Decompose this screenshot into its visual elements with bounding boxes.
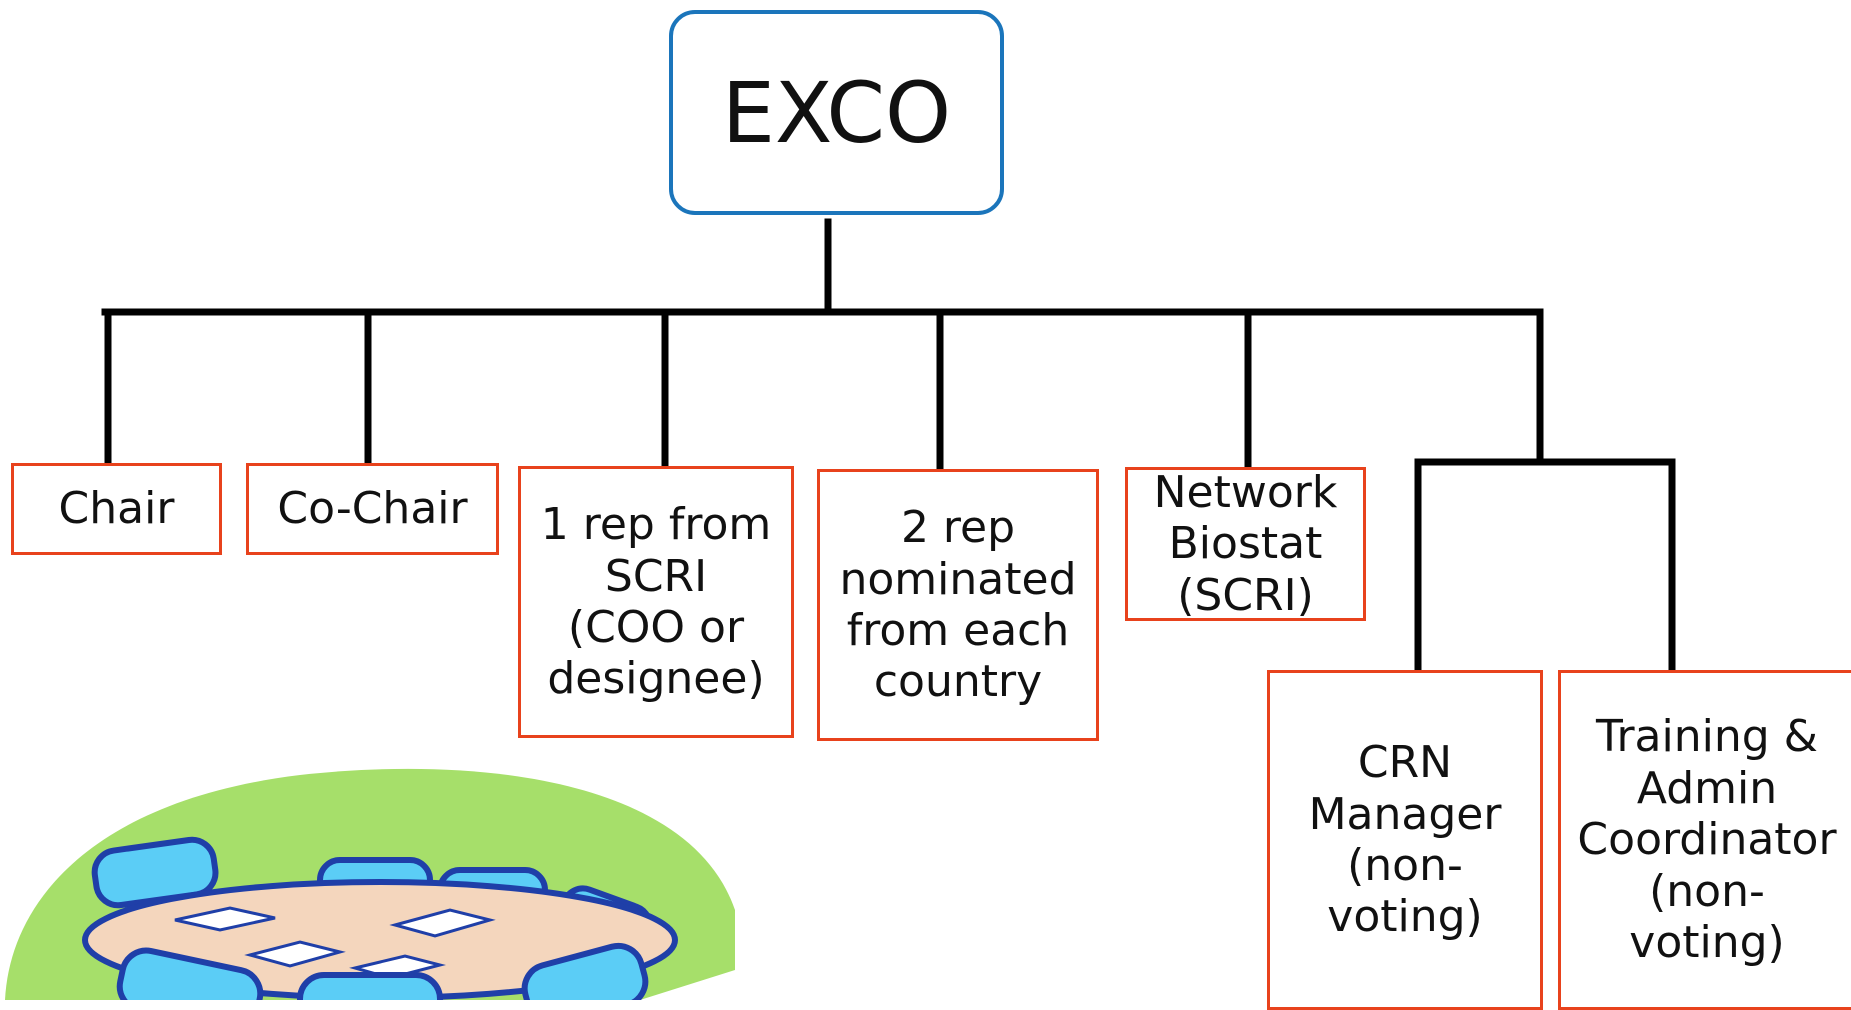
chair-front-2	[297, 972, 443, 1000]
exco-node: EXCO	[669, 10, 1004, 215]
chair-front-3	[521, 942, 649, 1000]
paper-2	[389, 908, 496, 938]
chair-node: Chair	[11, 463, 222, 555]
network-biostat-node: Network Biostat (SCRI)	[1125, 467, 1366, 621]
paper-3	[244, 940, 346, 968]
chair-front-1	[116, 947, 264, 1000]
scri-rep-node: 1 rep from SCRI (COO or designee)	[518, 466, 794, 738]
scri-rep-label: 1 rep from SCRI (COO or designee)	[540, 499, 772, 705]
paper-1	[174, 906, 276, 932]
network-biostat-label: Network Biostat (SCRI)	[1153, 466, 1338, 621]
chair-label: Chair	[58, 483, 175, 535]
crn-manager-node: CRN Manager (non- voting)	[1267, 670, 1543, 1010]
meeting-table-illustration	[5, 768, 735, 1000]
co-chair-label: Co-Chair	[277, 483, 468, 535]
country-reps-node: 2 rep nominated from each country	[817, 469, 1099, 741]
country-reps-label: 2 rep nominated from each country	[839, 502, 1077, 708]
exco-label: EXCO	[721, 63, 952, 162]
training-admin-node: Training & Admin Coordinator (non- votin…	[1558, 670, 1851, 1010]
co-chair-node: Co-Chair	[246, 463, 499, 555]
crn-manager-label: CRN Manager (non- voting)	[1308, 737, 1502, 943]
training-admin-label: Training & Admin Coordinator (non- votin…	[1577, 711, 1837, 969]
